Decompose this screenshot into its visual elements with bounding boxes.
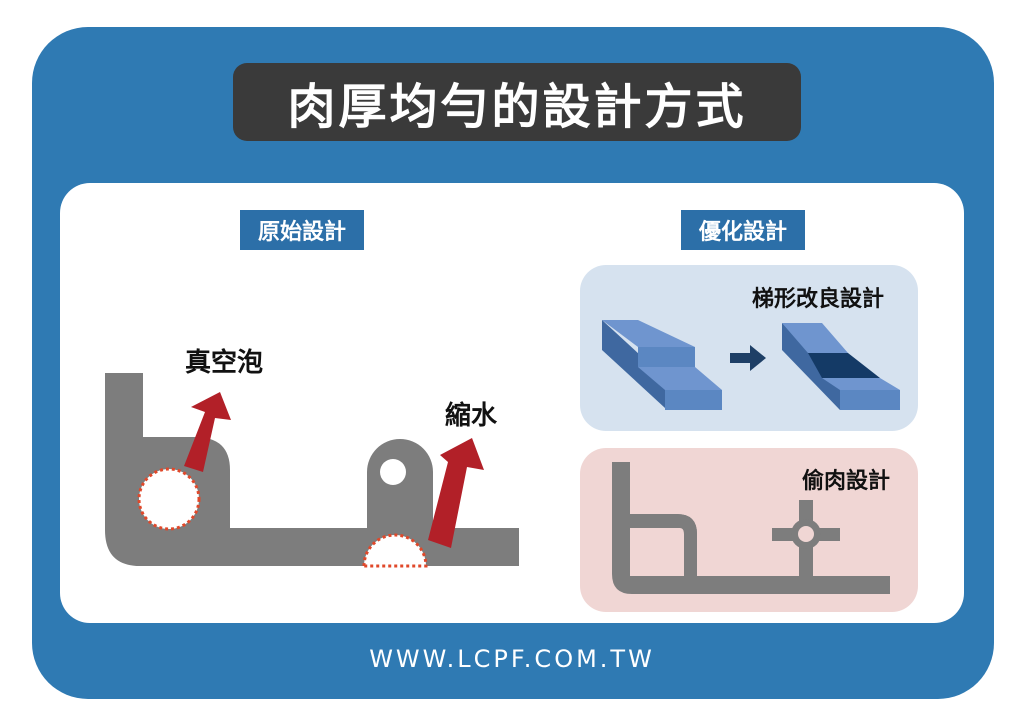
cored-part xyxy=(612,462,890,594)
transform-arrow-icon xyxy=(730,345,766,371)
footer-url: WWW.LCPF.COM.TW xyxy=(369,645,655,673)
sink-defect xyxy=(362,533,428,568)
void-label: 真空泡 xyxy=(185,348,264,378)
void-defect xyxy=(137,467,201,531)
shrink-label: 縮水 xyxy=(445,401,498,431)
optimized-design-tag: 優化設計 xyxy=(681,210,805,250)
stepped-block xyxy=(602,320,722,410)
coring-label: 偷肉設計 xyxy=(802,469,891,494)
void-arrow xyxy=(184,392,231,472)
trapezoid-block xyxy=(782,323,900,410)
boss-hole xyxy=(380,459,406,485)
shrink-arrow xyxy=(428,438,484,548)
trapezoid-label: 梯形改良設計 xyxy=(752,287,885,312)
original-design-tag: 原始設計 xyxy=(240,210,364,250)
original-part-body xyxy=(105,373,519,566)
original-part xyxy=(105,373,519,568)
page-title: 肉厚均勻的設計方式 xyxy=(233,63,801,141)
